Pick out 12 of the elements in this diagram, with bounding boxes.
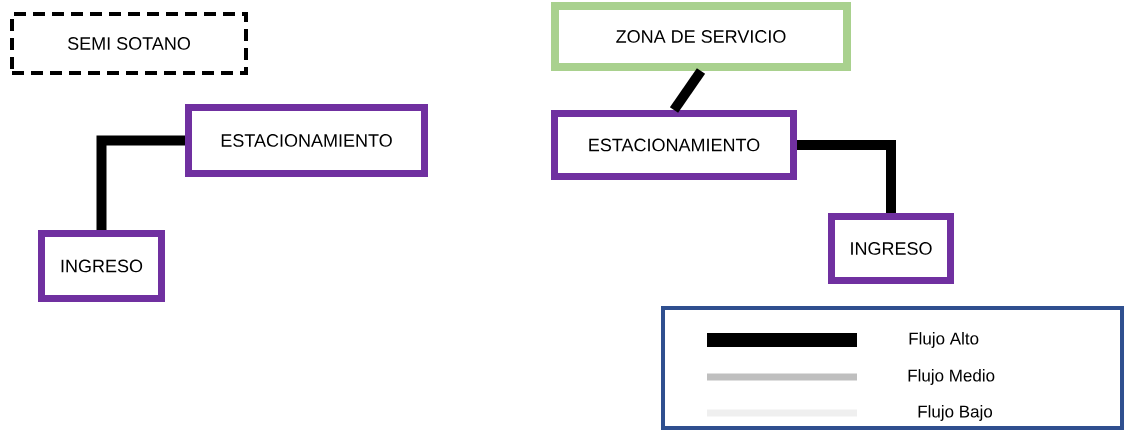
connector-line (96, 135, 185, 230)
process-box: INGRESO (828, 213, 954, 284)
process-box: ESTACIONAMIENTO (551, 110, 797, 180)
process-box: ESTACIONAMIENTO (185, 104, 428, 177)
legend-label: Flujo Bajo (918, 405, 993, 421)
connector-line (797, 140, 896, 213)
process-box: ZONA DE SERVICIO (551, 2, 851, 71)
legend-label: Flujo Alto (909, 332, 979, 348)
process-box: INGRESO (38, 230, 165, 302)
dashed-box: SEMI SOTANO (10, 12, 248, 75)
connector-line (669, 68, 706, 113)
legend-label: Flujo Medio (908, 369, 995, 385)
